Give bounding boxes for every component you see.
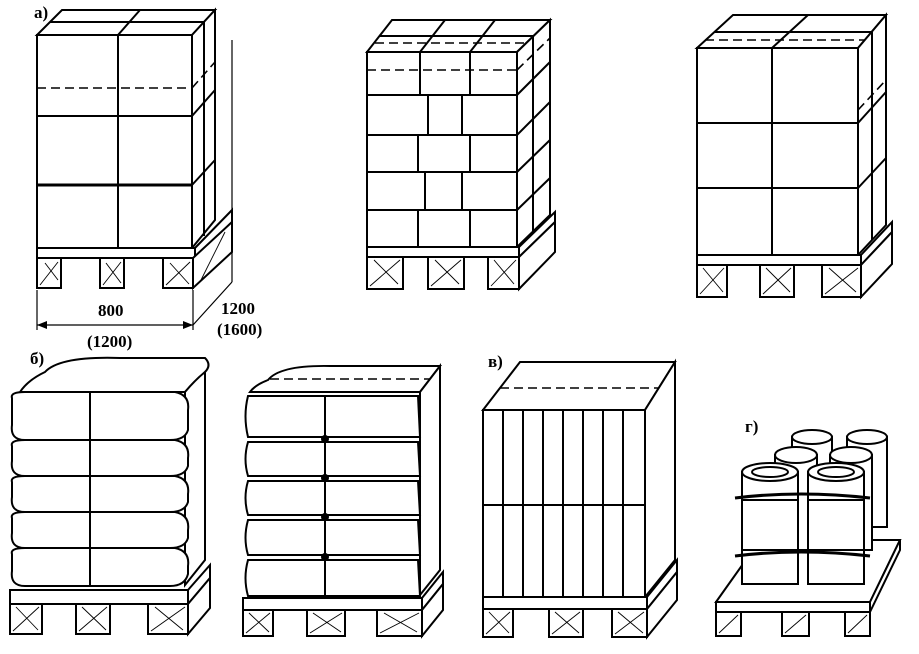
pallet-bricks	[364, 17, 556, 292]
dimension-depth: 1200	[221, 299, 255, 318]
label-g: г)	[745, 417, 759, 436]
label-a: а)	[34, 3, 49, 22]
pallet-bags-upright	[480, 358, 678, 640]
label-b: б)	[30, 349, 45, 368]
dimension-width: 800	[98, 301, 124, 320]
label-v: в)	[488, 352, 503, 371]
dimension-width-alt: (1200)	[87, 332, 133, 351]
pallet-barrels	[714, 429, 902, 637]
pallet-boxes-plain	[694, 12, 893, 300]
pallet-sacks-wide	[9, 356, 211, 637]
pallet-sacks-strapped	[242, 363, 444, 639]
pallet-boxes-large	[34, 7, 233, 330]
dimension-depth-alt: (1600)	[217, 320, 263, 339]
